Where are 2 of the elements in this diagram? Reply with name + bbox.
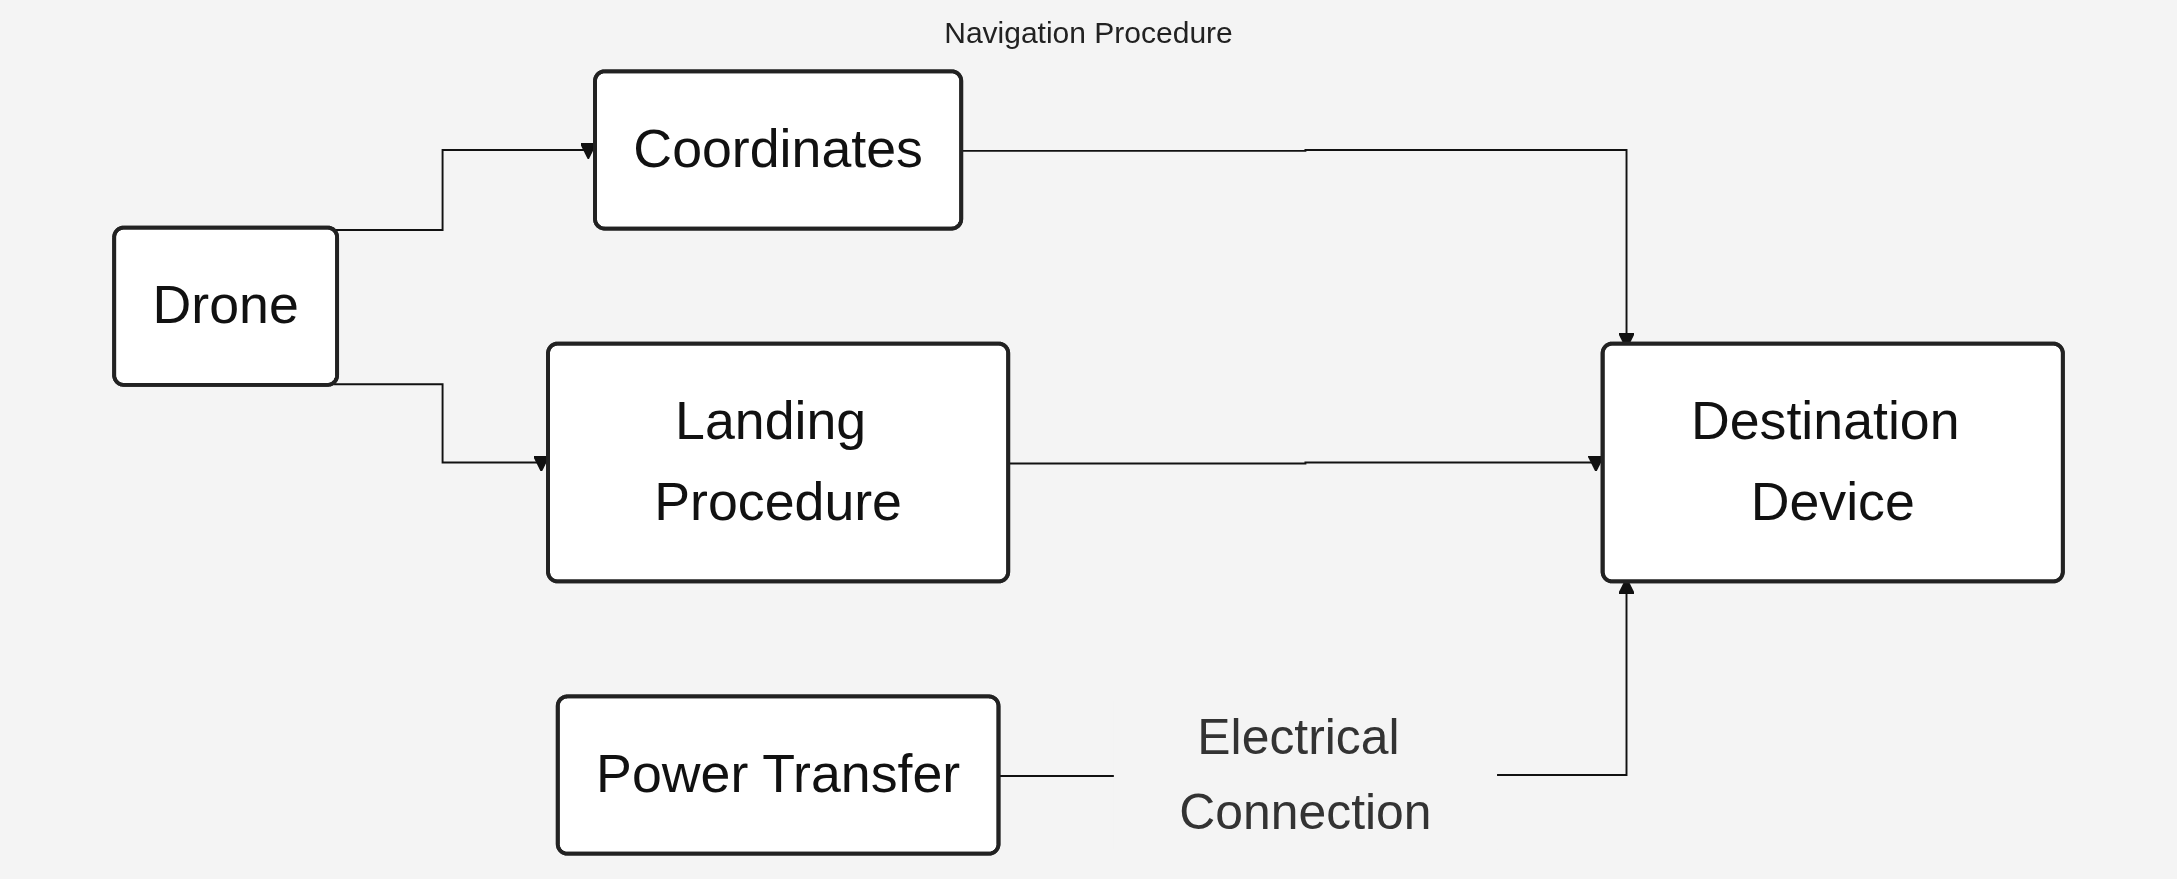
note-label: Navigation Procedure: [944, 16, 1233, 49]
edge-label: Electrical Connection: [1179, 707, 1432, 841]
